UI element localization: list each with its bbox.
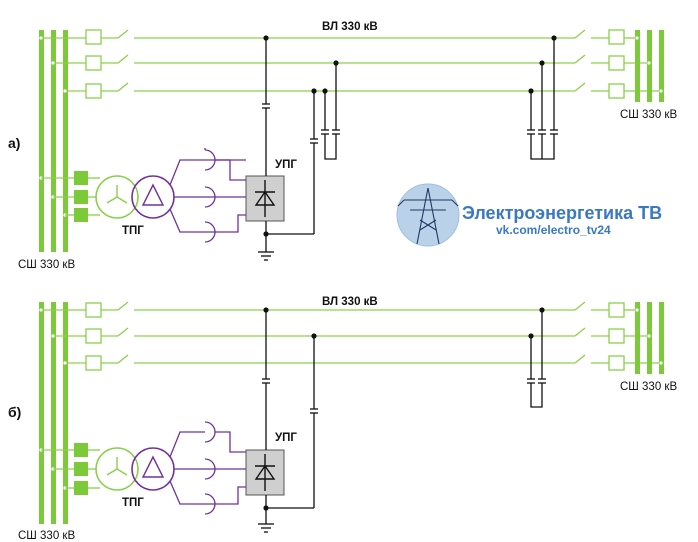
diode-icon (254, 454, 276, 491)
panel-b: б) ВЛ 330 кВ СШ 330 кВ (8, 296, 677, 542)
diode-icon (254, 180, 276, 217)
busbar (647, 302, 652, 374)
junction-dots (263, 35, 557, 237)
busbar (647, 30, 652, 102)
busbar (39, 30, 44, 252)
panel-b-right-bus-label: СШ 330 кВ (620, 381, 677, 393)
busbar (51, 30, 56, 252)
black-wiring (258, 310, 546, 533)
upg-rectifier (245, 449, 285, 496)
panel-b-line-label: ВЛ 330 кВ (322, 296, 378, 308)
wye-winding-icon (95, 175, 139, 219)
panel-a-right-bus-label: СШ 330 кВ (620, 109, 677, 121)
busbar (51, 302, 56, 524)
panel-a-left-bus-label: СШ 330 кВ (18, 259, 75, 271)
panel-a-label: а) (8, 135, 20, 151)
watermark-logo: Электроэнергетика ТВ vk.com/electro_tv24 (396, 183, 662, 247)
busbar (39, 302, 44, 524)
busbar (659, 30, 664, 102)
panel-a-rectifier-label: УПГ (275, 159, 297, 171)
right-busbars (635, 302, 664, 374)
tpg-transformer (95, 447, 175, 491)
tpg-feed-boxes (74, 443, 88, 495)
panel-b-rectifier-label: УПГ (275, 432, 297, 444)
power-tower-icon (397, 187, 459, 245)
tpg-feed (41, 177, 100, 216)
bus-dots (39, 36, 663, 217)
black-wiring (258, 38, 558, 261)
upg-rectifier (245, 175, 285, 222)
tpg-transformer (95, 175, 175, 219)
phase-lines (41, 29, 661, 99)
panel-a-transformer-label: ТПГ (122, 225, 144, 237)
junction-dots (263, 307, 545, 511)
panel-b-label: б) (8, 404, 21, 420)
busbar (63, 30, 68, 252)
purple-wiring (169, 421, 246, 515)
wye-winding-icon (95, 447, 139, 491)
panel-a: а) ВЛ 330 кВ СШ 330 кВ (8, 21, 677, 271)
left-busbars (39, 302, 68, 524)
tpg-feed-boxes (74, 171, 88, 222)
right-busbars (635, 30, 664, 102)
panel-b-left-bus-label: СШ 330 кВ (18, 530, 75, 542)
phase-lines (41, 301, 661, 371)
busbar (635, 30, 640, 102)
busbar (63, 302, 68, 524)
panel-b-transformer-label: ТПГ (122, 497, 144, 509)
busbar (635, 302, 640, 374)
purple-wiring (169, 148, 246, 243)
watermark-title: Электроэнергетика ТВ (462, 203, 662, 223)
tpg-feed (41, 449, 100, 489)
panel-a-line-label: ВЛ 330 кВ (322, 21, 378, 33)
left-busbars (39, 30, 68, 252)
bus-dots (39, 308, 663, 490)
watermark-subtitle: vk.com/electro_tv24 (496, 223, 611, 237)
busbar (659, 302, 664, 374)
